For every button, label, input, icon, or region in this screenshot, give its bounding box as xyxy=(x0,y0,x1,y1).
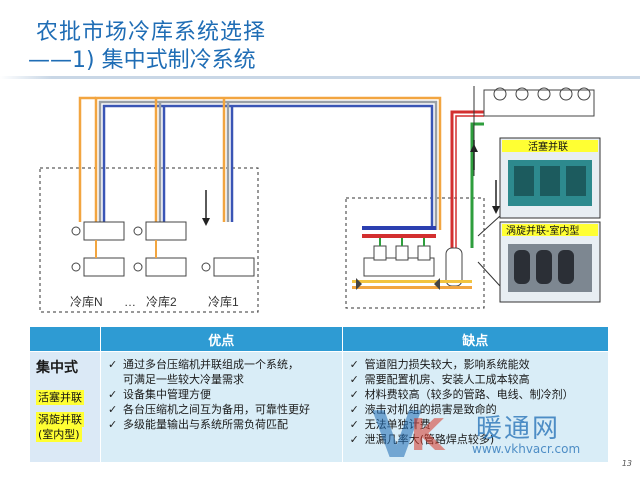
pros-item-continued: 可满足一些较大冷量需求 xyxy=(123,373,244,386)
expansion-valves xyxy=(71,226,211,272)
cold-room-boundary xyxy=(39,167,259,313)
cons-item: 泄漏几率大(管路焊点较多) xyxy=(347,432,604,447)
pros-cell: 通过多台压缩机并联组成一个系统， 可满足一些较大冷量需求 设备集中管理方便 各台… xyxy=(100,351,343,463)
liquid-return-pipe xyxy=(470,122,484,248)
page-title-line1: 农批市场冷库系统选择 xyxy=(36,20,267,45)
watermark-logo: V K 暖通网 www.vkhvacr.com xyxy=(372,404,622,470)
liquid-line-pipes xyxy=(78,96,442,230)
room-flow-arrow xyxy=(202,218,210,226)
page-number: 13 xyxy=(621,459,632,468)
cons-cell: 管道阻力损失较大，影响系统能效 需要配置机房、安装人工成本较高 材料费较高（较多… xyxy=(341,351,610,463)
compressor-rack xyxy=(363,245,463,287)
table-row: 集中式 活塞并联 涡旋并联 (室内型) 通过多台压缩机并联组成一个系统， 可满足… xyxy=(29,351,610,463)
row-tag-piston: 活塞并联 xyxy=(36,390,84,405)
room-label-ellipsis: … xyxy=(124,295,136,309)
cons-item: 需要配置机房、安装人工成本较高 xyxy=(347,372,604,387)
room-label-1: 冷库1 xyxy=(208,294,239,309)
oil-line xyxy=(352,286,472,289)
room-label-n: 冷库N xyxy=(70,294,103,309)
row-header-cell: 集中式 活塞并联 涡旋并联 (室内型) xyxy=(29,351,101,463)
cons-item: 无法单独计费 xyxy=(347,417,604,432)
logo-letter-v: V xyxy=(372,399,422,473)
pros-item: 多级能量输出与系统所需负荷匹配 xyxy=(105,417,338,432)
table-corner xyxy=(29,326,101,352)
discharge-header xyxy=(362,234,436,238)
header-cons: 缺点 xyxy=(341,326,610,352)
cons-item: 管道阻力损失较大，影响系统能效 xyxy=(347,357,604,372)
logo-name: 暖通网 xyxy=(476,414,561,444)
row-tag-scroll: 涡旋并联 xyxy=(36,412,84,427)
condenser-down-arrow xyxy=(492,206,500,214)
cons-item: 材料费较高（较多的管路、电线、制冷剂） xyxy=(347,387,604,402)
pros-item: 设备集中管理方便 xyxy=(105,387,338,402)
pros-item: 通过多台压缩机并联组成一个系统， xyxy=(105,357,338,372)
room-label-2: 冷库2 xyxy=(146,294,177,309)
cons-item: 液击对机组的损害是致命的 xyxy=(347,402,604,417)
page-title-line2: ——1) 集中式制冷系统 xyxy=(28,48,256,73)
suction-header xyxy=(362,226,436,230)
title-divider xyxy=(0,76,640,79)
comparison-table: 优点 缺点 集中式 活塞并联 涡旋并联 (室内型) 通过多台压缩机并联组成一个系… xyxy=(29,326,610,463)
piston-rack-label: 活塞并联 xyxy=(528,140,568,153)
condenser-unit xyxy=(483,89,595,117)
discharge-pipe xyxy=(450,110,484,248)
pros-item: 各台压缩机之间互为备用，可靠性更好 xyxy=(105,402,338,417)
scroll-rack-label: 涡旋并联-室内型 xyxy=(506,224,579,237)
logo-letter-k: K xyxy=(410,410,445,461)
refrigeration-diagram: 冷库N … 冷库2 冷库1 活塞并联 涡旋并联-室内型 xyxy=(39,86,601,313)
header-pros: 优点 xyxy=(100,326,343,352)
machine-room-boundary xyxy=(345,197,485,309)
row-label: 集中式 xyxy=(36,360,78,376)
evaporator-group xyxy=(83,221,255,277)
logo-url: www.vkhvacr.com xyxy=(472,442,581,456)
row-tag-indoor: (室内型) xyxy=(36,427,82,442)
